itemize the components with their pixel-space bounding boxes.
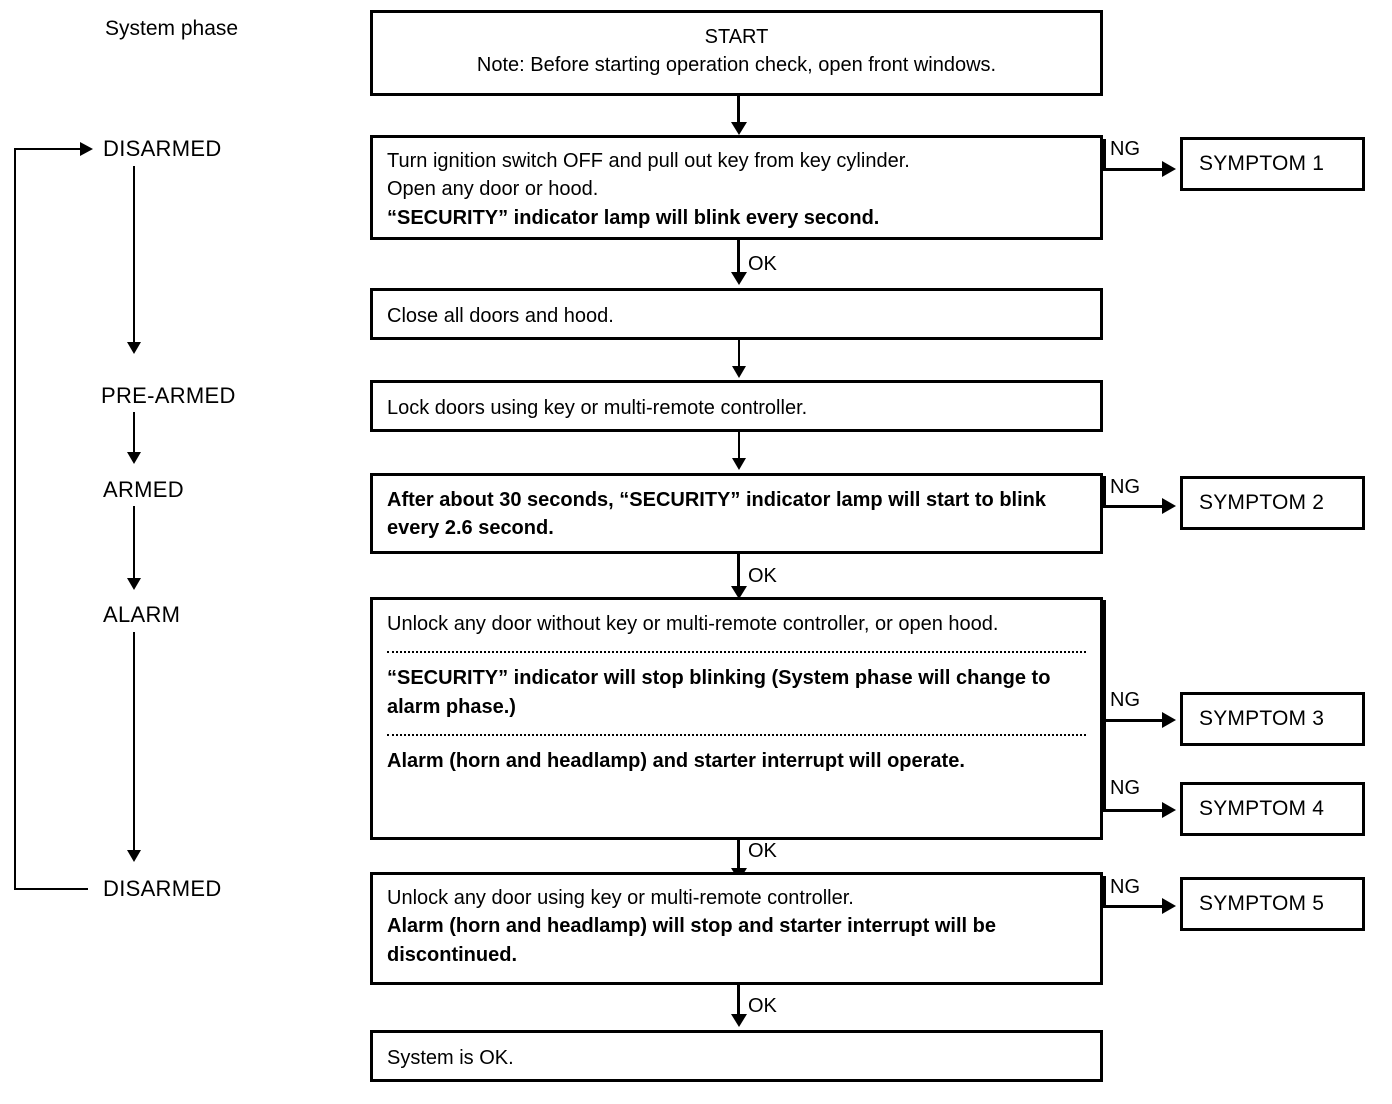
feedback-loop-bottom-line <box>14 888 88 890</box>
connector-step2-to-step3 <box>738 340 740 370</box>
phase-label-disarmed-top: DISARMED <box>103 136 222 161</box>
phase-label-disarmed-bottom: DISARMED <box>103 876 222 901</box>
ok-label-1: OK <box>748 253 777 275</box>
disarmed-check-line-2: Open any door or hood. <box>387 178 599 201</box>
symptom-box-3[interactable]: SYMPTOM 3 <box>1180 692 1365 746</box>
ng-arrow-right-icon-1 <box>1162 161 1176 177</box>
ng-arrow-right-icon-3 <box>1162 712 1176 728</box>
symptom-box-2[interactable]: SYMPTOM 2 <box>1180 476 1365 530</box>
phase-connector-armed-to-alarm <box>133 506 135 582</box>
phase-label-alarm: ALARM <box>103 602 181 627</box>
alarm-check-line-1: Unlock any door without key or multi-rem… <box>387 613 999 635</box>
ok-label-4: OK <box>748 995 777 1017</box>
system-ok-line-1: System is OK. <box>387 1047 514 1069</box>
flow-box-system-ok[interactable]: System is OK. <box>370 1030 1103 1082</box>
symptom-box-1[interactable]: SYMPTOM 1 <box>1180 137 1365 191</box>
lock-doors-line-1: Lock doors using key or multi-remote con… <box>387 397 808 419</box>
phase-connector-alarm-to-disarmed <box>133 632 135 854</box>
ng-branch-line-5 <box>1103 905 1165 908</box>
ng-label-3: NG <box>1110 689 1140 711</box>
phase-connector-disarmed-to-prearmed <box>133 166 135 344</box>
phase-arrow-down-icon-2 <box>127 452 141 464</box>
arrow-down-icon-start <box>731 122 747 135</box>
phase-label-armed: ARMED <box>103 477 184 502</box>
ng-label-1: NG <box>1110 138 1140 160</box>
symptom-1-label: SYMPTOM 1 <box>1199 152 1325 175</box>
ng-branch-line-4 <box>1103 809 1165 812</box>
ng-branch-stub-1 <box>1103 139 1106 169</box>
arrow-down-icon-3 <box>732 458 746 470</box>
armed-check-line-1: After about 30 seconds, “SECURITY” indic… <box>387 489 1052 540</box>
system-phase-column-title: System phase <box>105 17 239 40</box>
disarm-check-line-1: Unlock any door using key or multi-remot… <box>387 887 854 909</box>
connector-step3-to-step4 <box>738 432 740 462</box>
symptom-2-label: SYMPTOM 2 <box>1199 491 1325 514</box>
feedback-loop-top-line <box>14 148 84 150</box>
ng-label-4: NG <box>1110 777 1140 799</box>
flow-box-close-doors[interactable]: Close all doors and hood. <box>370 288 1103 340</box>
start-note: Note: Before starting operation check, o… <box>476 54 997 77</box>
connector-step5-to-step6 <box>737 840 740 873</box>
ng-branch-line-1 <box>1103 168 1165 171</box>
phase-arrow-down-icon-3 <box>127 578 141 590</box>
dotted-separator-2 <box>387 734 1086 737</box>
ng-label-5: NG <box>1110 876 1140 898</box>
ng-branch-line-3 <box>1103 719 1165 722</box>
close-doors-line-1: Close all doors and hood. <box>387 305 614 327</box>
flow-box-disarm-check[interactable]: Unlock any door using key or multi-remot… <box>370 872 1103 985</box>
start-title: START <box>704 26 769 48</box>
flow-box-alarm-check[interactable]: Unlock any door without key or multi-rem… <box>370 597 1103 840</box>
alarm-check-line-3: Alarm (horn and headlamp) and starter in… <box>387 750 965 773</box>
symptom-3-label: SYMPTOM 3 <box>1199 707 1325 730</box>
ng-branch-line-2 <box>1103 505 1165 508</box>
ng-label-2: NG <box>1110 476 1140 498</box>
ng-arrow-right-icon-4 <box>1162 802 1176 818</box>
ng-arrow-right-icon-2 <box>1162 498 1176 514</box>
flow-box-start[interactable]: START Note: Before starting operation ch… <box>370 10 1103 96</box>
disarmed-check-line-3: “SECURITY” indicator lamp will blink eve… <box>387 206 880 229</box>
connector-step6-to-system-ok <box>737 985 740 1017</box>
ng-branch-stub-5 <box>1103 876 1106 906</box>
phase-arrow-down-icon-1 <box>127 342 141 354</box>
disarm-check-line-2: Alarm (horn and headlamp) will stop and … <box>387 915 1002 966</box>
flow-box-lock-doors[interactable]: Lock doors using key or multi-remote con… <box>370 380 1103 432</box>
alarm-check-line-2: “SECURITY” indicator will stop blinking … <box>387 667 1056 718</box>
ok-label-3: OK <box>748 840 777 862</box>
symptom-5-label: SYMPTOM 5 <box>1199 892 1325 915</box>
symptom-box-5[interactable]: SYMPTOM 5 <box>1180 877 1365 931</box>
ng-arrow-right-icon-5 <box>1162 898 1176 914</box>
connector-step1-to-step2 <box>737 240 740 275</box>
symptom-4-label: SYMPTOM 4 <box>1199 797 1325 820</box>
arrow-down-icon-ok-1 <box>731 272 747 285</box>
feedback-loop-arrow-icon <box>80 142 93 156</box>
ng-branch-stub-3-4 <box>1103 600 1106 812</box>
arrow-down-icon-2 <box>732 366 746 378</box>
ng-branch-stub-2 <box>1103 476 1106 506</box>
connector-step4-to-step5 <box>737 554 740 589</box>
disarmed-check-line-1: Turn ignition switch OFF and pull out ke… <box>387 150 910 172</box>
connector-start-to-step1 <box>737 96 740 126</box>
ok-label-2: OK <box>748 565 777 587</box>
flow-box-armed-check[interactable]: After about 30 seconds, “SECURITY” indic… <box>370 473 1103 554</box>
symptom-box-4[interactable]: SYMPTOM 4 <box>1180 782 1365 836</box>
flow-box-disarmed-check[interactable]: Turn ignition switch OFF and pull out ke… <box>370 135 1103 240</box>
dotted-separator-1 <box>387 651 1086 654</box>
arrow-down-icon-ok-4 <box>731 1014 747 1027</box>
feedback-loop-vertical-line <box>14 148 16 890</box>
phase-arrow-down-icon-4 <box>127 850 141 862</box>
arrow-down-icon-ok-2 <box>731 586 747 599</box>
phase-label-pre-armed: PRE-ARMED <box>101 383 236 408</box>
phase-connector-prearmed-to-armed <box>133 412 135 456</box>
